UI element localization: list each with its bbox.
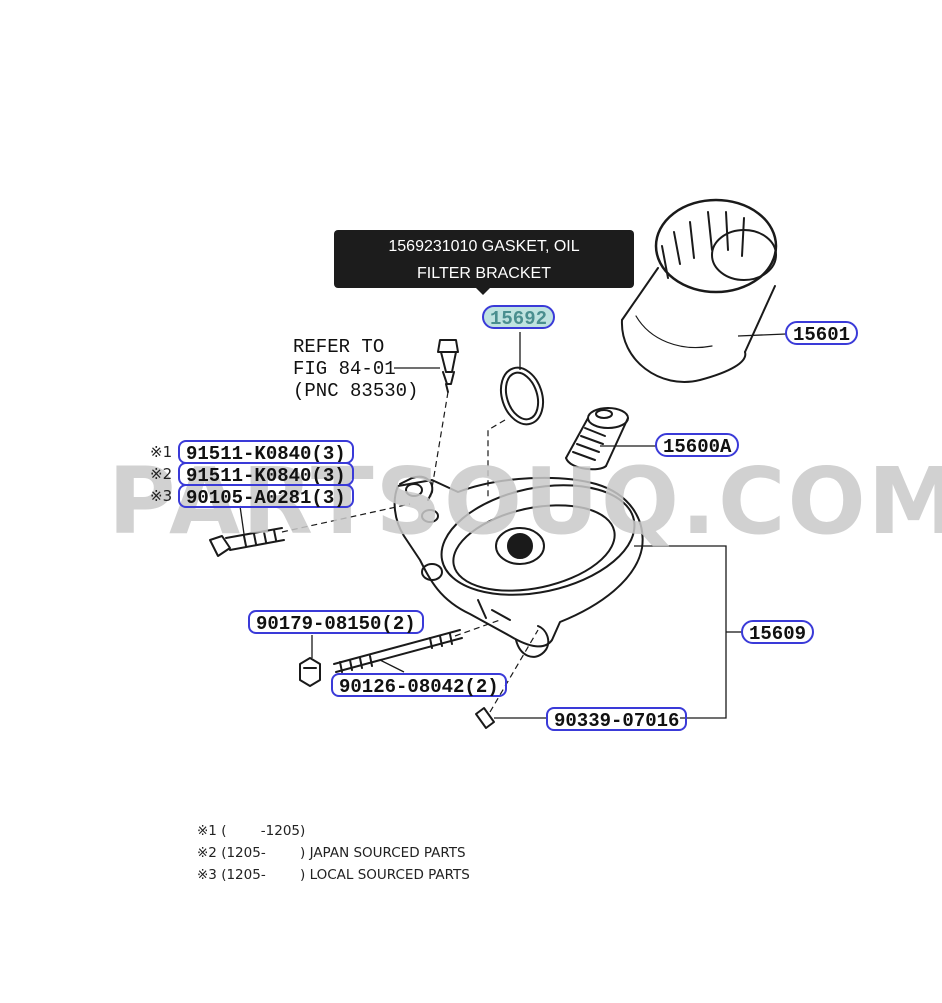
mark-3: ※3 xyxy=(150,487,173,505)
gasket-drawing xyxy=(499,366,545,426)
stud-drawing xyxy=(333,629,463,673)
tooltip-line-2: FILTER BRACKET xyxy=(417,265,551,282)
oil-filter-drawing xyxy=(620,198,778,383)
pin-drawing xyxy=(475,707,495,729)
part-tooltip: 1569231010 GASKET, OIL FILTER BRACKET xyxy=(334,230,634,288)
callout-90105[interactable]: 90105-A0281(3) xyxy=(178,484,354,509)
bolt-drawing xyxy=(209,527,285,557)
mark-2: ※2 xyxy=(150,465,173,483)
callout-90179[interactable]: 90179-08150(2) xyxy=(248,610,424,635)
callout-90126[interactable]: 90126-08042(2) xyxy=(331,673,507,698)
callout-15601[interactable]: 15601 xyxy=(785,321,859,346)
callout-15600a[interactable]: 15600A xyxy=(655,433,740,458)
union-drawing xyxy=(565,407,629,471)
mark-1: ※1 xyxy=(150,443,173,461)
tooltip-line-1: 1569231010 GASKET, OIL xyxy=(388,238,580,255)
refer-line-2: FIG 84-01 xyxy=(293,358,396,380)
refer-line-3: (PNC 83530) xyxy=(293,380,419,402)
tooltip-arrow xyxy=(476,288,490,295)
callout-91511-b[interactable]: 91511-K0840(3) xyxy=(178,462,354,487)
callout-91511-a[interactable]: 91511-K0840(3) xyxy=(178,440,354,465)
refer-line-1: REFER TO xyxy=(293,336,385,358)
footnote-3: ※3 (1205- ) LOCAL SOURCED PARTS xyxy=(197,867,470,883)
nut-drawing xyxy=(299,657,321,687)
callout-15609[interactable]: 15609 xyxy=(741,620,815,645)
bracket-drawing xyxy=(393,475,644,658)
footnote-2: ※2 (1205- ) JAPAN SOURCED PARTS xyxy=(197,845,466,861)
footnote-1: ※1 ( -1205) xyxy=(197,823,306,839)
callout-90339[interactable]: 90339-07016 xyxy=(546,707,688,732)
pressure-switch-drawing xyxy=(437,339,459,393)
callout-15692[interactable]: 15692 xyxy=(482,305,556,330)
